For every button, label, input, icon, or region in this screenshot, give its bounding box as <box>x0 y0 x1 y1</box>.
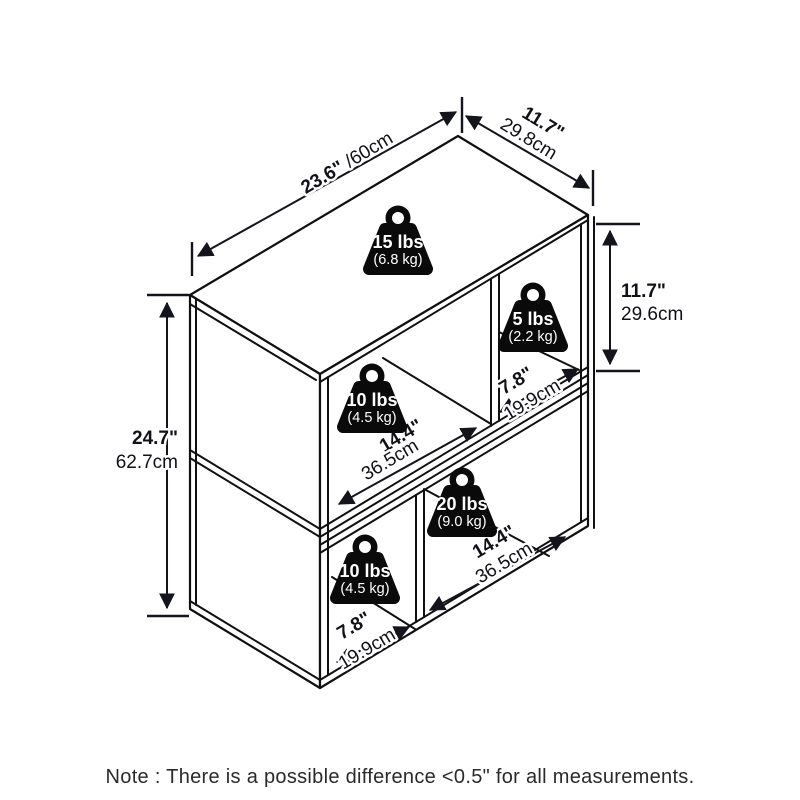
cube-height-in: 11.7" <box>621 281 666 302</box>
weight-lbs: 5 lbs <box>512 309 553 329</box>
total-height-cm: 62.7cm <box>116 452 178 473</box>
weight-kg: (4.5 kg) <box>347 410 396 426</box>
weight-capacity-badge-top-small-cube: 5 lbs (2.2 kg) <box>498 282 568 352</box>
weight-kg: (6.8 kg) <box>373 252 422 268</box>
weight-lbs: 15 lbs <box>372 232 423 252</box>
weight-kg: (2.2 kg) <box>508 329 557 345</box>
weight-capacity-badge-bottom-small-cube: 10 lbs (4.5 kg) <box>330 534 400 604</box>
note-text: Note : There is a possible difference <0… <box>106 766 695 788</box>
weight-lbs: 10 lbs <box>339 561 390 581</box>
dimension-total-height: 24.7" 62.7cm <box>113 293 189 618</box>
weight-lbs: 10 lbs <box>346 390 397 410</box>
top-depth-label: 11.7"29.8cm <box>496 96 571 164</box>
weight-capacity-badge-top-panel: 15 lbs (6.8 kg) <box>363 205 433 275</box>
weight-capacity-badge-top-large-cube: 10 lbs (4.5 kg) <box>337 363 407 433</box>
dimension-cube-height: 11.7" 29.6cm <box>596 222 686 373</box>
weight-lbs: 20 lbs <box>436 494 487 514</box>
cube-height-cm: 29.6cm <box>621 304 683 325</box>
weight-kg: (9.0 kg) <box>437 514 486 530</box>
total-height-in: 24.7" <box>132 428 178 449</box>
weight-capacity-badge-bottom-large-cube: 20 lbs (9.0 kg) <box>427 467 497 537</box>
weight-kg: (4.5 kg) <box>340 581 389 597</box>
